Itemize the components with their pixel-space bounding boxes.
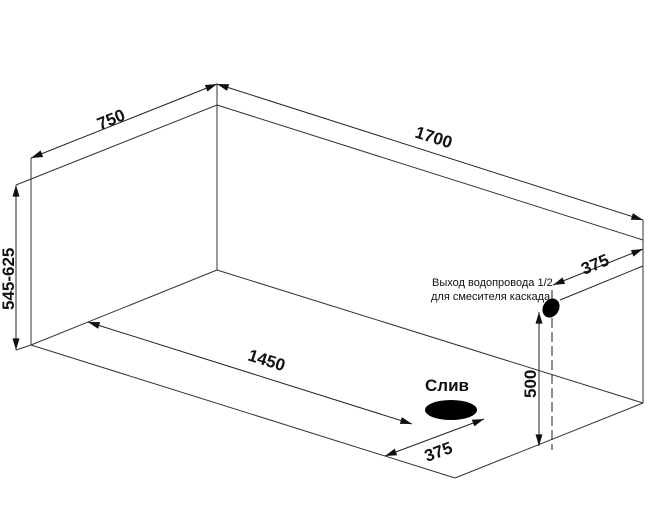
dim-outlet-offset: 375 — [578, 250, 611, 278]
dim-length: 1700 — [413, 123, 455, 153]
dim-width: 750 — [94, 105, 127, 133]
drain-label: Слив — [425, 376, 469, 395]
outlet-label-line2: для смесителя каскада — [431, 291, 551, 303]
drain-hole — [425, 400, 477, 420]
dim-drain-offset: 375 — [422, 438, 455, 466]
dim-height: 545-625 — [0, 248, 18, 310]
dim-outlet-height: 500 — [521, 370, 540, 398]
dim-inner-length: 1450 — [246, 346, 288, 375]
water-outlet — [542, 298, 560, 318]
dimension-lines — [12, 83, 644, 457]
outlet-label-line1: Выход водопровода 1/2 — [432, 277, 553, 289]
